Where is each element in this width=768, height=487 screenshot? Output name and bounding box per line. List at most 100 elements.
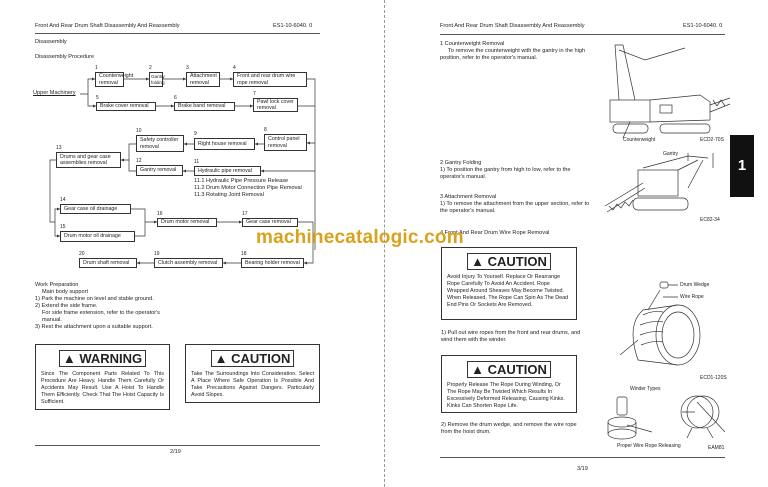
- flow-step: Gear case removal: [242, 218, 298, 227]
- flow-step: Gantry removal: [136, 165, 183, 176]
- caution-box: ▲ CAUTION Avoid Injury To Yourself. Repl…: [441, 247, 577, 320]
- caution-body: Avoid Injury To Yourself. Replace Or Rea…: [447, 274, 569, 308]
- footer-rule: [35, 445, 320, 446]
- step-number: 7: [253, 91, 256, 97]
- flow-step: Counterweight removal: [95, 72, 133, 87]
- section-body: 1) To remove the attachment from the upp…: [440, 201, 590, 214]
- figure-code: ECD2-70S: [700, 137, 724, 143]
- work-prep-note: For side frame extension, refer to the o…: [42, 310, 160, 323]
- flow-step: Brake cover removal: [96, 102, 156, 111]
- flow-step: Pawl lock cover removal: [253, 98, 298, 112]
- figure-code: EC82-34: [700, 217, 720, 223]
- section-title: 4 Front And Rear Drum Wire Rope Removal: [440, 230, 550, 236]
- caution-body: Properly Release The Rope During Winding…: [447, 382, 565, 409]
- caution-body: Take The Surroundings Into Consideration…: [191, 371, 314, 398]
- caution-box: ▲ CAUTION Properly Release The Rope Duri…: [441, 355, 577, 413]
- work-preparation: Work Preparation Main body support 1) Pa…: [35, 282, 175, 331]
- warning-box: ▲ WARNING Since The Component Parts Rela…: [35, 344, 170, 410]
- flow-step: Drum motor oil drainage: [60, 231, 135, 242]
- caution-box: ▲ CAUTION Take The Surroundings Into Con…: [185, 344, 320, 403]
- substep: 11.1 Hydraulic Pipe Pressure Release: [194, 178, 289, 184]
- step-number: 10: [136, 128, 142, 134]
- drum-illustration: [619, 281, 701, 366]
- winder-caption: Proper Wire Rope Releasing: [617, 443, 681, 449]
- step-number: 12: [136, 158, 142, 164]
- page-number: 3/19: [577, 466, 588, 472]
- work-prep-item: 3) Rest the attachment upon a suitable s…: [35, 324, 153, 330]
- work-prep-subtitle: Main body support: [42, 289, 89, 295]
- flow-step: Brake band removal: [174, 102, 235, 111]
- drum-wedge-label: Drum Wedge: [680, 282, 710, 288]
- flow-step: Control panel removal: [264, 134, 307, 151]
- step-number: 8: [264, 127, 267, 133]
- flow-step: Bearing holder removal: [241, 258, 304, 268]
- gantry-folding-illustration: [604, 153, 714, 213]
- footer-rule: [440, 457, 725, 458]
- section-gantry: 2 Gantry Folding 1) To position the gant…: [440, 160, 590, 181]
- flow-step: Safety controller removal: [136, 135, 184, 152]
- flow-step: Front and rear drum wire rope removal: [233, 72, 307, 87]
- header-rule: [440, 34, 725, 35]
- flow-step: Clutch assembly removal: [154, 258, 223, 268]
- work-prep-item: 2) Extend the side frame.: [35, 303, 98, 309]
- substep: 11.2 Drum Motor Connection Pipe Removal: [194, 185, 302, 191]
- figure-code: EAM81: [708, 445, 725, 451]
- caution-title: ▲ CAUTION: [210, 350, 295, 367]
- flow-step: Drum shaft removal: [79, 258, 137, 268]
- header-code: ES1-10-6040. 0: [273, 23, 313, 29]
- header-title: Front And Rear Drum Shaft Disassembly An…: [35, 23, 180, 29]
- caution-title: ▲ CAUTION: [467, 253, 551, 270]
- section-title: Disassembly: [35, 39, 67, 45]
- step-number: 19: [154, 251, 160, 257]
- substep: 11.3 Rotating Joint Removal: [194, 192, 264, 198]
- section-body: To remove the counterweight with the gan…: [440, 48, 586, 61]
- subsection-title: Disassembly Procedure: [35, 54, 95, 60]
- section-title: 3 Attachment Removal: [440, 194, 497, 200]
- header-title: Front And Rear Drum Shaft Disassembly An…: [440, 23, 585, 29]
- step-number: 15: [60, 224, 66, 230]
- figure-code: ECD1-120S: [700, 375, 727, 381]
- step-number: 4: [233, 65, 236, 71]
- step-number: 2: [149, 65, 152, 71]
- figure-label: Gantry: [663, 151, 679, 157]
- winder-types-title: Winder Types: [630, 386, 661, 392]
- caution-title: ▲ CAUTION: [467, 361, 551, 378]
- flow-step: Attachment removal: [186, 72, 220, 87]
- step-number: 13: [56, 145, 62, 151]
- chapter-tab: 1: [730, 135, 754, 197]
- wire-rope-label: Wire Rope: [680, 294, 704, 300]
- flow-step: Gear case oil drainage: [60, 204, 131, 214]
- section-attachment: 3 Attachment Removal 1) To remove the at…: [440, 194, 590, 215]
- watermark: machinecatalogic.com: [256, 227, 464, 248]
- page-number: 2/19: [170, 449, 181, 455]
- page-fold-divider: [384, 0, 385, 487]
- step-text: 2) Remove the drum wedge, and remove the…: [441, 422, 577, 435]
- step-number: 18: [241, 251, 247, 257]
- flow-step: Right house removal: [194, 138, 255, 150]
- header-rule: [35, 33, 320, 34]
- step-number: 5: [96, 95, 99, 101]
- figure-label: Counterweight: [623, 137, 656, 143]
- section-body: 1) To position the gantry from high to l…: [440, 167, 571, 180]
- flow-step: Hydraulic pipe removal: [194, 166, 261, 176]
- flow-step: Drums and gear case assemblies removal: [56, 152, 121, 168]
- step-number: 11: [194, 159, 200, 165]
- section-title: 2 Gantry Folding: [440, 160, 482, 166]
- crane-counterweight-illustration: [609, 44, 731, 139]
- header-code: ES1-10-6040. 0: [683, 23, 723, 29]
- step-text: 1) Pull out wire ropes from the front an…: [441, 330, 581, 343]
- step-number: 20: [79, 251, 85, 257]
- step-number: 16: [157, 211, 163, 217]
- flow-step: Gantry folding: [149, 72, 165, 87]
- flow-start-label: Upper Machinery: [33, 90, 76, 96]
- step-number: 6: [174, 95, 177, 101]
- step-number: 3: [186, 65, 189, 71]
- step-number: 1: [95, 65, 98, 71]
- winder-types-illustration: [607, 395, 726, 440]
- warning-title: ▲ WARNING: [58, 350, 147, 367]
- section-title: 1 Counterweight Removal: [440, 41, 505, 47]
- step-number: 17: [242, 211, 248, 217]
- section-counterweight: 1 Counterweight Removal To remove the co…: [440, 41, 590, 62]
- flow-step: Drum motor removal: [157, 218, 217, 227]
